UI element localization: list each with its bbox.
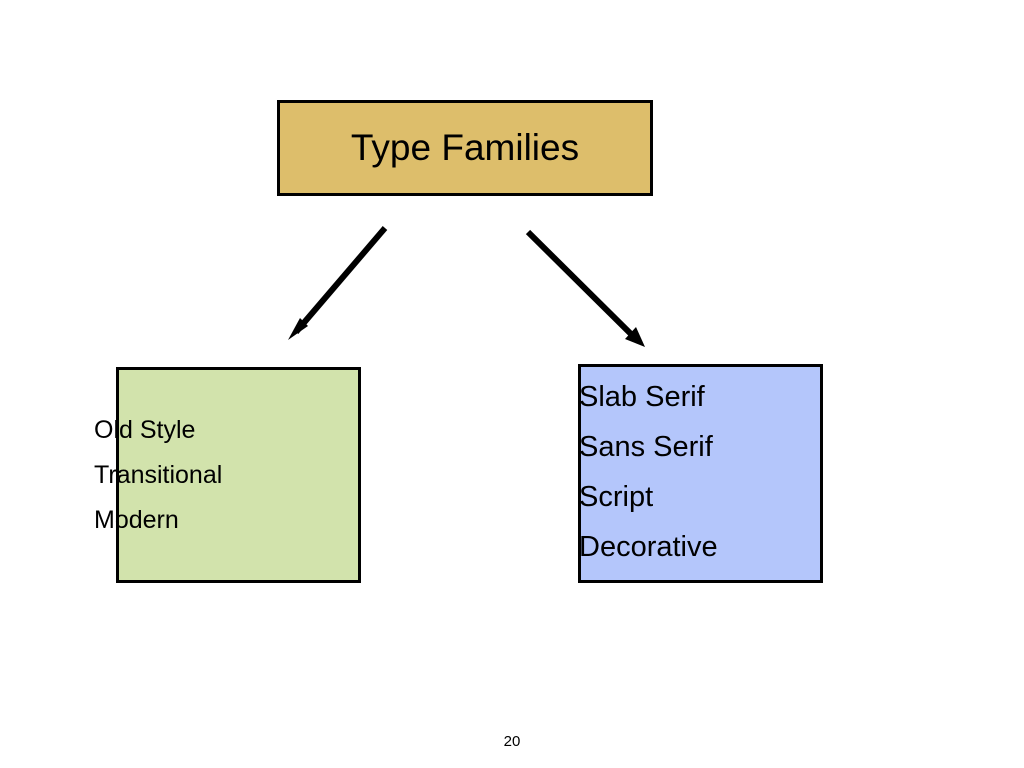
arrow-to-other-group-icon	[525, 229, 645, 347]
list-item: Old Style	[94, 416, 196, 444]
page-number: 20	[503, 733, 521, 750]
title-box: Type Families	[277, 100, 653, 196]
other-group-box	[578, 364, 823, 583]
list-item: Modern	[94, 506, 179, 534]
list-item: Script	[579, 481, 654, 513]
list-item: Slab Serif	[579, 381, 705, 413]
serif-group-box	[116, 367, 361, 583]
list-item: Sans Serif	[579, 431, 713, 463]
arrow-to-serif-group-icon	[288, 226, 388, 340]
other-group-list: Slab Serif Sans Serif Script Decorative	[579, 372, 718, 572]
serif-group-list: Old Style Transitional Modern	[94, 408, 222, 543]
list-item: Decorative	[579, 531, 718, 563]
list-item: Transitional	[94, 461, 223, 489]
page-title: Type Families	[350, 127, 580, 168]
